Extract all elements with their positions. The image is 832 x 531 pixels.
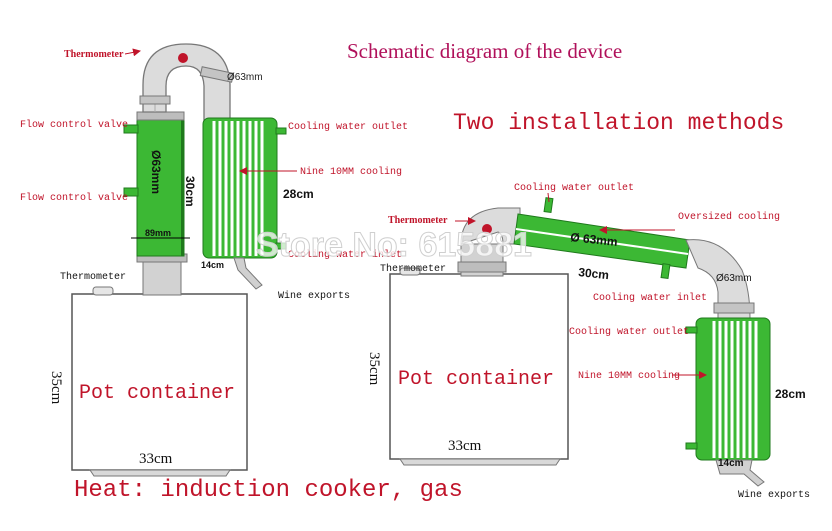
left-flow-valve-2 (123, 187, 139, 197)
store-watermark: Store No: 615881 (256, 226, 532, 264)
left-flow-valve-1-label: Flow control valve (20, 119, 128, 131)
right-cooling-inlet-label: Cooling water inlet (593, 292, 707, 304)
right-condenser-height-label: 28cm (775, 387, 806, 401)
left-pot-width-label: 33cm (139, 451, 173, 467)
right-cooling-outlet-top-label: Cooling water outlet (514, 182, 634, 194)
left-pot-container (71, 293, 248, 471)
left-column-diameter-label: Ø63mm (149, 150, 163, 194)
left-column-height-label: 30cm (183, 176, 197, 207)
left-condenser-inlet-stub (275, 242, 287, 250)
right-thermometer-top-label: Thermometer (388, 215, 448, 226)
left-pot-base (89, 469, 231, 477)
right-condenser-outlet-stub (685, 326, 698, 334)
left-condenser-height-label: 28cm (283, 187, 314, 201)
right-tube-diameter-label: Ø 63mm (570, 230, 619, 249)
heat-source-footer: Heat: induction cooker, gas (74, 477, 463, 504)
right-diagonal-inlet-stub (660, 263, 671, 280)
left-column-width-label: 89mm (145, 228, 171, 238)
right-diagonal-outlet-stub (543, 197, 554, 214)
right-tube-length-label: 30cm (578, 265, 610, 282)
right-elbow-diameter-label: Ø63mm (716, 273, 752, 284)
right-condenser-tubes (712, 321, 758, 458)
left-green-column (136, 117, 185, 257)
left-nine-cooling-label: Nine 10MM cooling (300, 166, 402, 178)
right-pot-thermometer-label: Thermometer (380, 263, 446, 275)
left-device: Thermometer Ø63mm Flow control valve Flo… (20, 43, 408, 477)
left-pot-label: Pot container (79, 382, 235, 405)
left-flow-valve-1 (123, 124, 139, 134)
right-condenser-width-label: 14cm (718, 458, 744, 469)
right-wine-exports-label: Wine exports (738, 489, 810, 501)
left-pot-thermometer-label: Thermometer (60, 271, 126, 283)
left-pot-thermometer-cap (92, 286, 114, 296)
left-cooling-inlet-label: Cooling water inlet (288, 249, 402, 261)
right-nine-cooling-label: Nine 10MM cooling (578, 370, 680, 382)
right-pot-base (399, 458, 561, 466)
left-wine-outlet-pipe (233, 257, 263, 290)
right-cooling-outlet-2-label: Cooling water outlet (569, 326, 689, 338)
right-pot-width-label: 33cm (448, 438, 482, 454)
right-condenser-inlet-stub (685, 442, 698, 450)
left-cooling-outlet-label: Cooling water outlet (288, 121, 408, 133)
right-pot-height-label: 35cm (366, 352, 382, 386)
right-pot-container (389, 273, 569, 460)
left-thermometer-dot (178, 53, 188, 63)
left-pot-height-label: 35cm (48, 371, 64, 405)
left-condenser-width-label: 14cm (201, 260, 224, 270)
left-condenser-outlet-stub (275, 127, 287, 135)
left-column-base-pipe (142, 257, 182, 296)
right-down-elbow (685, 239, 751, 319)
left-elbow-diameter-label: Ø63mm (227, 72, 263, 83)
right-oversized-cooling-label: Oversized cooling (678, 211, 780, 223)
installation-methods-heading: Two installation methods (453, 110, 784, 136)
right-pot-label: Pot container (398, 368, 554, 391)
right-pot-thermometer-cap (399, 267, 421, 276)
left-thermometer-top-label: Thermometer (64, 49, 124, 60)
right-device: Cooling water outlet Thermometer Oversiz… (366, 182, 810, 501)
left-condenser-tubes (212, 121, 264, 256)
right-wine-outlet-pipe (715, 459, 765, 487)
left-wine-exports-label: Wine exports (278, 290, 350, 302)
left-flow-valve-2-label: Flow control valve (20, 192, 128, 204)
right-thermometer-dot (482, 224, 492, 234)
diagram-title: Schematic diagram of the device (347, 39, 622, 63)
